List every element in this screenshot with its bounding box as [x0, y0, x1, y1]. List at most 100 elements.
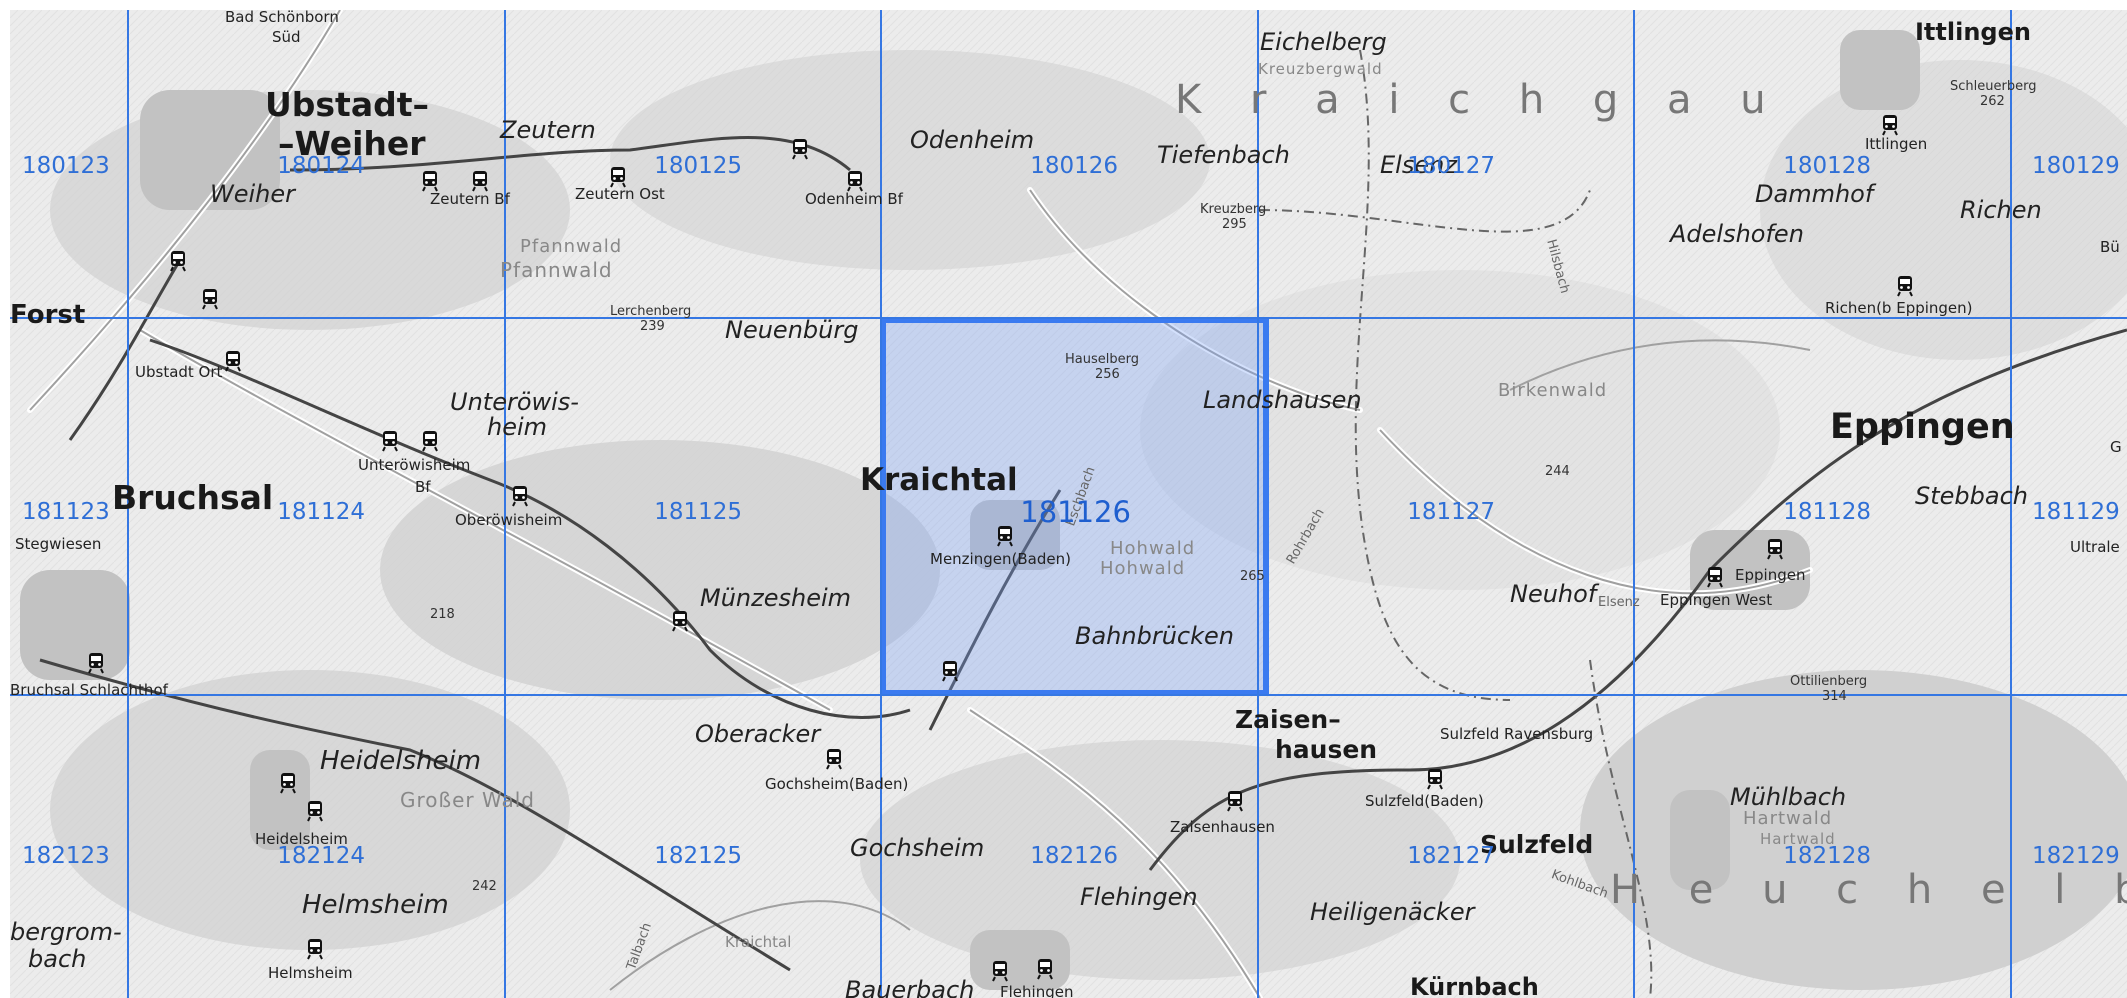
train-station-icon [470, 170, 490, 192]
train-station-icon [305, 800, 325, 822]
place-odenheim-bf: Odenheim Bf [805, 190, 903, 208]
tile-id-label-181126[interactable]: 181126 [1020, 495, 1131, 529]
train-station-icon [278, 772, 298, 794]
tile-id-label-180128[interactable]: 180128 [1783, 153, 1872, 179]
tile-id-label-181123[interactable]: 181123 [22, 499, 110, 525]
tile-id-label-181125[interactable]: 181125 [654, 499, 743, 525]
peak-kreuzberg: Kreuzberg [1200, 202, 1267, 217]
peak-schleuerberg-height: 262 [1980, 94, 2005, 109]
grid-vline-3 [880, 10, 882, 998]
town-label-adelshofen: Adelshofen [1670, 220, 1804, 248]
place-kraichtal-station: Kraichtal [725, 933, 792, 951]
tile-id-label-180125[interactable]: 180125 [654, 153, 743, 179]
tile-id-label-182126[interactable]: 182126 [1030, 843, 1119, 869]
train-station-icon [845, 170, 865, 192]
town-label-bahnbruecken: Bahnbrücken [1075, 622, 1234, 650]
grid-hline-2 [10, 694, 2127, 696]
forest-label-pfannwald-2: Pfannwald [500, 258, 613, 282]
place-g: G [2110, 438, 2122, 456]
train-station-icon [420, 430, 440, 452]
train-station-icon [824, 748, 844, 770]
train-station-icon [200, 288, 220, 310]
train-station-icon [223, 350, 243, 372]
forest-label-hartwald: Hartwald [1743, 808, 1833, 829]
tile-id-label-182125[interactable]: 182125 [654, 843, 743, 869]
grid-vline-4 [1257, 10, 1259, 998]
peak-kreuzberg-height: 295 [1222, 217, 1247, 232]
tile-id-label-180129[interactable]: 180129 [2032, 153, 2120, 179]
peak-ottilienberg: Ottilienberg [1790, 674, 1868, 689]
town-label-kraichtal: Kraichtal [860, 462, 1018, 498]
place-richen-eppingen: Richen(b Eppingen) [1825, 299, 1973, 317]
place-unteroewisheim: Unteröwisheim [358, 456, 471, 474]
place-menzingen: Menzingen(Baden) [930, 550, 1071, 568]
train-station-icon [1225, 790, 1245, 812]
train-station-icon [380, 430, 400, 452]
peak-schleuerberg: Schleuerberg [1950, 79, 2037, 94]
town-label-neuhof: Neuhof [1510, 580, 1597, 608]
place-sulzfeld-ravensburg: Sulzfeld Ravensburg [1440, 725, 1594, 743]
train-station-icon [940, 660, 960, 682]
train-station-icon [305, 938, 325, 960]
grid-vline-5 [1633, 10, 1635, 998]
tile-id-label-180123[interactable]: 180123 [22, 153, 110, 179]
tile-id-label-181128[interactable]: 181128 [1783, 499, 1872, 525]
town-label-ubstadt: Ubstadt– [265, 85, 430, 124]
region-label-heuchelberg: H e u c h e l b e r [1610, 867, 2127, 913]
place-zaisenhausen-station: Zaisenhausen [1170, 818, 1275, 836]
town-label-zeutern: Zeutern [500, 116, 596, 144]
peak-hauselberg: Hauselberg [1065, 352, 1139, 367]
region-label-kraichgau: K r a i c h g a u [1175, 77, 1784, 123]
tile-id-label-181127[interactable]: 181127 [1407, 499, 1496, 525]
peak-lerchenberg-height: 239 [640, 319, 665, 334]
town-label-bruchsal: Bruchsal [112, 478, 274, 517]
town-label-muehlbach: Mühlbach [1730, 783, 1847, 811]
place-stegwiesen: Stegwiesen [15, 535, 102, 553]
peak-ottilienberg-height: 314 [1822, 689, 1847, 704]
tile-id-label-180124[interactable]: 180124 [277, 153, 366, 179]
place-flehingen-station: Flehingen [1000, 983, 1074, 998]
selected-tile-highlight[interactable] [880, 317, 1269, 696]
tile-id-label-182129[interactable]: 182129 [2032, 843, 2120, 869]
grid-vline-6 [2010, 10, 2012, 998]
town-label-eppingen: Eppingen [1830, 407, 2015, 447]
town-label-neuenbuerg: Neuenbürg [725, 316, 859, 344]
place-bf: Bf [415, 478, 431, 496]
place-zeutern-ost: Zeutern Ost [575, 185, 665, 203]
tile-id-label-182128[interactable]: 182128 [1783, 843, 1872, 869]
forest-label-hohwald-2: Hohwald [1100, 558, 1186, 579]
tile-id-label-180126[interactable]: 180126 [1030, 153, 1119, 179]
town-label-weiher: –Weiher [278, 124, 426, 163]
peak-244: 244 [1545, 464, 1570, 479]
town-label-richen: Richen [1960, 196, 2042, 224]
town-label-sulzfeld: Sulzfeld [1480, 830, 1594, 859]
train-station-icon [1035, 958, 1055, 980]
tile-id-label-182127[interactable]: 182127 [1407, 843, 1496, 869]
town-label-flehingen: Flehingen [1080, 883, 1198, 911]
tile-id-label-181124[interactable]: 181124 [277, 499, 366, 525]
train-station-icon [420, 170, 440, 192]
train-station-icon [990, 960, 1010, 982]
terrain-layer [10, 10, 2127, 998]
peak-265: 265 [1240, 569, 1265, 584]
map-canvas[interactable]: K r a i c h g a u H e u c h e l b e r Ub… [10, 10, 2127, 998]
town-label-eichelberg: Eichelberg [1260, 28, 1387, 56]
train-station-icon [995, 525, 1015, 547]
train-station-icon [1425, 768, 1445, 790]
peak-lerchenberg: Lerchenberg [610, 304, 692, 319]
town-label-heiligenaecker: Heiligenäcker [1310, 898, 1475, 926]
tile-id-label-180127[interactable]: 180127 [1407, 153, 1496, 179]
grid-vline-2 [504, 10, 506, 998]
town-label-landshausen: Landshausen [1203, 386, 1362, 414]
train-station-icon [790, 138, 810, 160]
tile-id-label-182123[interactable]: 182123 [22, 843, 110, 869]
place-eppingen-west: Eppingen West [1660, 591, 1773, 609]
train-station-icon [608, 166, 628, 188]
tile-id-label-182124[interactable]: 182124 [277, 843, 366, 869]
forest-label-grosser-wald: Großer Wald [400, 788, 536, 812]
place-bad-schoenborn: Bad Schönborn [225, 10, 339, 26]
train-station-icon [1705, 566, 1725, 588]
place-heidelsheim-station: Heidelsheim [255, 830, 348, 848]
tile-id-label-181129[interactable]: 181129 [2032, 499, 2120, 525]
place-bruchsal-schlachthof: Bruchsal Schlachthof [10, 681, 168, 699]
